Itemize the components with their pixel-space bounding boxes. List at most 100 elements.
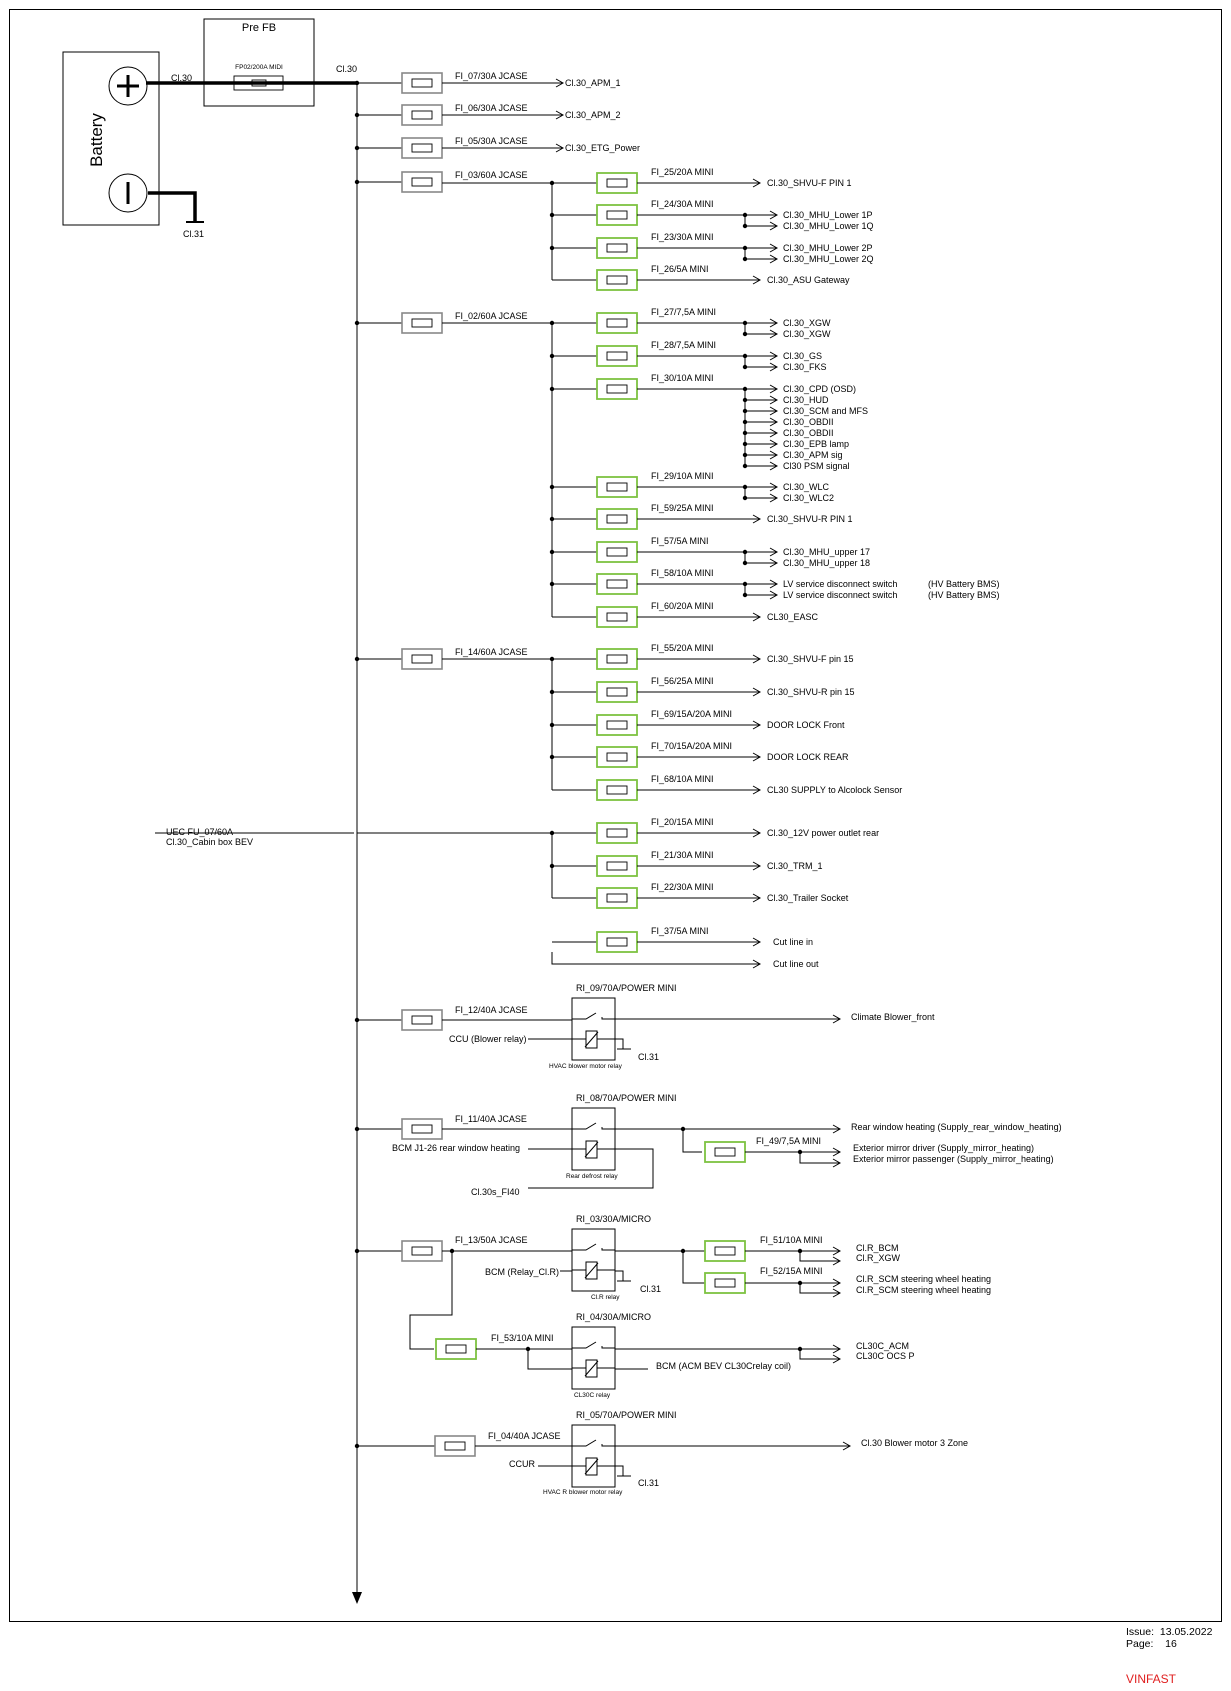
mini-output-label: Cl.30_OBDII [783,428,834,438]
pre-fb-box: Pre FB FP02/200A MIDI [203,18,315,107]
relay3-gnd: Cl.31 [640,1284,661,1294]
relay5-gnd: Cl.31 [638,1478,659,1488]
mini-fuse-label: FI_60/20A MINI [651,601,714,611]
wire [682,1129,702,1153]
relay4-ctrl: BCM (ACM BEV CL30Crelay coil) [656,1361,791,1371]
arrow-icon [769,590,779,600]
fuse-element [606,654,628,664]
jcase-fuse-label: FI_06/30A JCASE [455,103,528,113]
brand-logo: VINFAST [1126,1672,1177,1686]
mini-output-label: Cl.30_MHU_upper 17 [783,547,870,557]
cutline-wire [551,952,760,965]
arrow-icon [769,482,779,492]
wire [682,1251,705,1284]
mini-fuse-label: FI_25/20A MINI [651,167,714,177]
arrow-icon [752,654,762,664]
relay1-fuse-label: FI_12/40A JCASE [455,1005,528,1015]
relay3-fuse-b: FI_52/15A MINI [760,1266,823,1276]
arrow-icon [832,1288,842,1298]
mini-fuse-icon-13 [596,681,638,703]
mini-output-label: Cl.30_FKS [783,362,827,372]
mini-fuse-label: FI_22/30A MINI [651,882,714,892]
arrow-icon [832,1147,842,1157]
relay-contact [601,1444,615,1447]
relay3-fuse-icon [401,1240,443,1262]
mini-output-label: LV service disconnect switch [783,590,897,600]
mini-output-label: Cl.30_MHU_Lower 2P [783,243,873,253]
mini-output-label: Cl.30_SHVU-F pin 15 [767,654,854,664]
arrow-icon [752,612,762,622]
mini-fuse-icon-3 [596,269,638,291]
arrow-icon [832,1124,842,1134]
relay-contact [601,1017,615,1020]
arrow-icon [769,362,779,372]
arrow-icon [752,275,762,285]
main-fuse-label: FP02/200A MIDI [235,64,283,71]
relay1-label: RI_09/70A/POWER MINI [576,983,677,993]
mini-output-label: DOOR LOCK Front [767,720,845,730]
mini-fuse-icon-5 [596,345,638,367]
relay-contact [601,1248,615,1251]
mini-output-note: (HV Battery BMS) [928,590,1000,600]
mini-output-label: Cl30 PSM signal [783,461,850,471]
ground-wire [615,1270,624,1281]
fuse-element [606,514,628,524]
mini-output-note: (HV Battery BMS) [928,579,1000,589]
relay3-fuse-label: FI_13/50A JCASE [455,1235,528,1245]
fuse-element [606,547,628,557]
mini-output-label: DOOR LOCK REAR [767,752,849,762]
junction-dot [797,1280,803,1286]
relay4-caption: CL30C relay [574,1392,611,1399]
wire [799,1152,840,1164]
wire [799,1251,840,1262]
jcase-fuse-icon-1 [401,104,443,126]
relay5-out: Cl.30 Blower motor 3 Zone [861,1438,968,1448]
mini-output-label: Cl.30_ASU Gateway [767,275,850,285]
arrow-icon [769,406,779,416]
arrow-icon [769,547,779,557]
fuse-element [606,937,628,947]
relay2-label: RI_08/70A/POWER MINI [576,1093,677,1103]
arrow-icon [832,1354,842,1364]
fuse-element [606,384,628,394]
junction-dot [742,549,748,555]
mini-fuse-label: FI_68/10A MINI [651,774,714,784]
arrow-icon [832,1014,842,1024]
arrow-icon [769,450,779,460]
relay2-fuse-label: FI_11/40A JCASE [455,1114,527,1124]
relay-coil-diag [584,1262,599,1279]
mini-fuse-icon-19 [596,887,638,909]
mini-fuse-label: FI_23/30A MINI [651,232,714,242]
mini-output-label: LV service disconnect switch [783,579,897,589]
relay3-fuse-a-icon [704,1240,746,1262]
fuse-element [606,720,628,730]
mini-fuse-label: FI_20/15A MINI [651,817,714,827]
fuse-element [606,861,628,871]
cl30-right-label: Cl.30 [336,64,357,74]
relay3-caption: Cl.R relay [591,1294,620,1301]
issue-label: Issue: [1126,1626,1155,1638]
arrow-icon [555,143,565,153]
mini-fuse-icon-20 [596,931,638,953]
relay2-caption: Rear defrost relay [566,1173,618,1180]
arrow-icon [769,351,779,361]
fuse-element [606,482,628,492]
arrow-icon [752,828,762,838]
relay5-fuse-icon [434,1435,476,1457]
jcase-fuse-label: FI_14/60A JCASE [455,647,528,657]
junction-dot [742,245,748,251]
relay2-out3: Exterior mirror passenger (Supply_mirror… [853,1154,1054,1164]
battery-body [62,51,160,226]
relay1-ctrl: CCU (Blower relay) [449,1034,527,1044]
mini-fuse-icon-0 [596,172,638,194]
relay4-fuse-label: FI_53/10A MINI [491,1333,554,1343]
relay2-icon [571,1107,616,1171]
mini-output-label: Cl.30_XGW [783,318,831,328]
mini-fuse-label: FI_59/25A MINI [651,503,714,513]
mini-fuse-label: FI_58/10A MINI [651,568,714,578]
mini-fuse-icon-15 [596,746,638,768]
relay3-out-b1: Cl.R_SCM steering wheel heating [856,1274,991,1284]
arrow-icon [842,1441,852,1451]
relay1-fuse-icon [401,1009,443,1031]
relay5-fuse-label: FI_04/40A JCASE [488,1431,561,1441]
